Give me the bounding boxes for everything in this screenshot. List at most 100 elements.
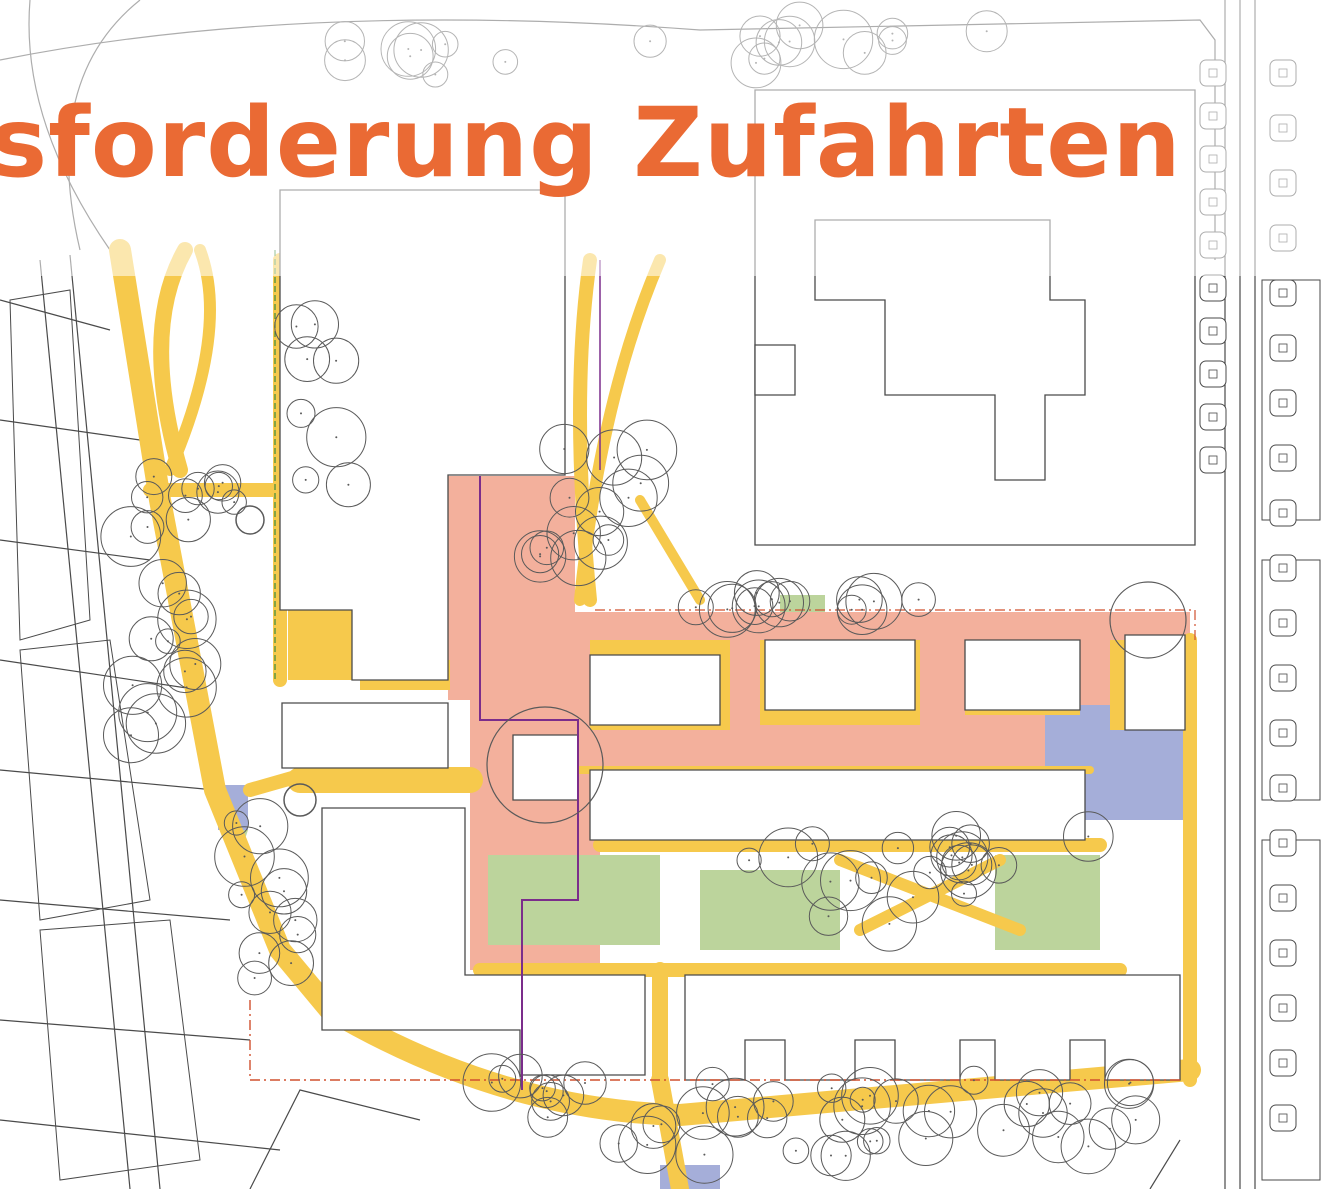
tree-trunk-dot <box>161 582 164 585</box>
tree-icon <box>861 896 918 952</box>
street-tree-box <box>1269 554 1297 582</box>
tree-trunk-dot <box>1087 835 1090 838</box>
tree-icon <box>125 693 187 754</box>
tree-trunk-dot <box>541 1087 544 1090</box>
tree-icon <box>138 559 187 608</box>
tree-icon <box>575 487 625 537</box>
tree-icon <box>833 1077 891 1135</box>
tree-trunk-dot <box>646 1143 649 1146</box>
tree-icon <box>228 881 256 909</box>
green-lawn <box>780 595 825 612</box>
tree-icon <box>306 407 367 468</box>
street-tree-box <box>1269 884 1297 912</box>
tree-icon <box>977 1103 1030 1157</box>
tree-trunk-dot <box>295 325 298 328</box>
street-tree-marker <box>1278 893 1288 903</box>
tree-icon <box>529 530 565 566</box>
tree-trunk-dot <box>194 663 197 665</box>
tree-trunk-dot <box>639 482 642 485</box>
tree-trunk-dot <box>146 711 149 714</box>
tree-trunk-dot <box>701 1112 704 1115</box>
street-tree-marker <box>1278 1113 1288 1123</box>
tree-trunk-dot <box>841 1118 844 1121</box>
tree-icon <box>157 589 217 649</box>
tree-icon <box>549 477 590 518</box>
tree-icon <box>675 1125 734 1184</box>
tree-icon <box>810 1134 852 1177</box>
tree-trunk-dot <box>955 834 958 837</box>
tree-icon <box>1063 811 1114 862</box>
street-tree-marker <box>1278 838 1288 848</box>
tree-trunk-dot <box>829 880 832 883</box>
building-footprint <box>281 702 449 769</box>
tree-icon <box>131 481 164 514</box>
tree-trunk-dot <box>190 615 192 618</box>
street-tree-marker <box>1208 283 1218 293</box>
tree-trunk-dot <box>1057 1136 1060 1138</box>
tree-trunk-dot <box>1129 1081 1132 1084</box>
tree-icon <box>817 1073 847 1103</box>
tree-icon <box>313 337 360 384</box>
tree-trunk-dot <box>830 1154 832 1157</box>
tree-trunk-dot <box>563 448 566 450</box>
tree-icon <box>782 1137 810 1165</box>
tree-trunk-dot <box>694 606 697 609</box>
tree-icon <box>630 1103 677 1149</box>
neighbor-block <box>1261 839 1321 1181</box>
street-tree-box <box>1199 317 1227 345</box>
street-tree-marker <box>1278 948 1288 958</box>
tree-trunk-dot <box>861 1105 864 1108</box>
neighbor-block <box>39 919 201 1181</box>
tree-icon <box>103 707 159 764</box>
tree-icon <box>941 844 978 881</box>
tree-trunk-dot <box>178 592 181 595</box>
tree-icon <box>801 852 860 911</box>
tree-icon <box>820 850 881 912</box>
tree-trunk-dot <box>131 684 134 687</box>
street-tree-marker <box>1208 326 1218 336</box>
tree-trunk-dot <box>217 485 220 488</box>
tree-icon <box>592 524 625 556</box>
tree-icon <box>214 826 275 887</box>
tree-trunk-dot <box>703 1153 706 1156</box>
tree-icon <box>758 827 819 888</box>
building-footprint <box>964 639 1081 711</box>
tree-icon <box>1032 1110 1085 1164</box>
tree-trunk-dot <box>827 915 830 918</box>
tree-icon <box>753 581 791 618</box>
site-boundaries <box>249 250 1196 1090</box>
street-tree-box <box>1269 829 1297 857</box>
tree-icon <box>747 1097 788 1139</box>
yellow-plaza <box>288 600 363 680</box>
tree-trunk-dot <box>967 869 970 872</box>
tree-icon <box>325 462 371 508</box>
street-line <box>0 1019 251 1041</box>
green-lawn <box>700 870 840 950</box>
street-tree-box <box>1199 274 1227 302</box>
tree-icon <box>980 847 1018 884</box>
green-lawn <box>995 855 1100 950</box>
tree-icon <box>527 1096 569 1138</box>
tree-icon <box>260 868 308 915</box>
tree-icon <box>753 1081 794 1122</box>
tree-trunk-dot <box>335 436 338 439</box>
tree-icon <box>618 1115 677 1175</box>
tree-icon <box>498 1053 543 1099</box>
tree-icon <box>1018 1088 1068 1138</box>
street-line <box>0 299 111 331</box>
tree-trunk-dot <box>872 600 875 603</box>
neighbor-block <box>19 639 151 921</box>
tree-trunk-dot <box>861 608 864 611</box>
tree-trunk-dot <box>917 598 920 601</box>
street-tree-marker <box>1278 673 1288 683</box>
tree-trunk-dot <box>861 1098 864 1101</box>
tree-trunk-dot <box>253 977 256 979</box>
tree-trunk-dot <box>183 670 186 673</box>
street-line <box>249 1089 421 1189</box>
tree-trunk-dot <box>490 1081 493 1084</box>
tree-trunk-dot <box>152 475 155 478</box>
tree-trunk-dot <box>269 911 271 914</box>
tree-trunk-dot <box>961 856 964 859</box>
tree-trunk-dot <box>811 842 814 845</box>
street-tree-box <box>1269 774 1297 802</box>
